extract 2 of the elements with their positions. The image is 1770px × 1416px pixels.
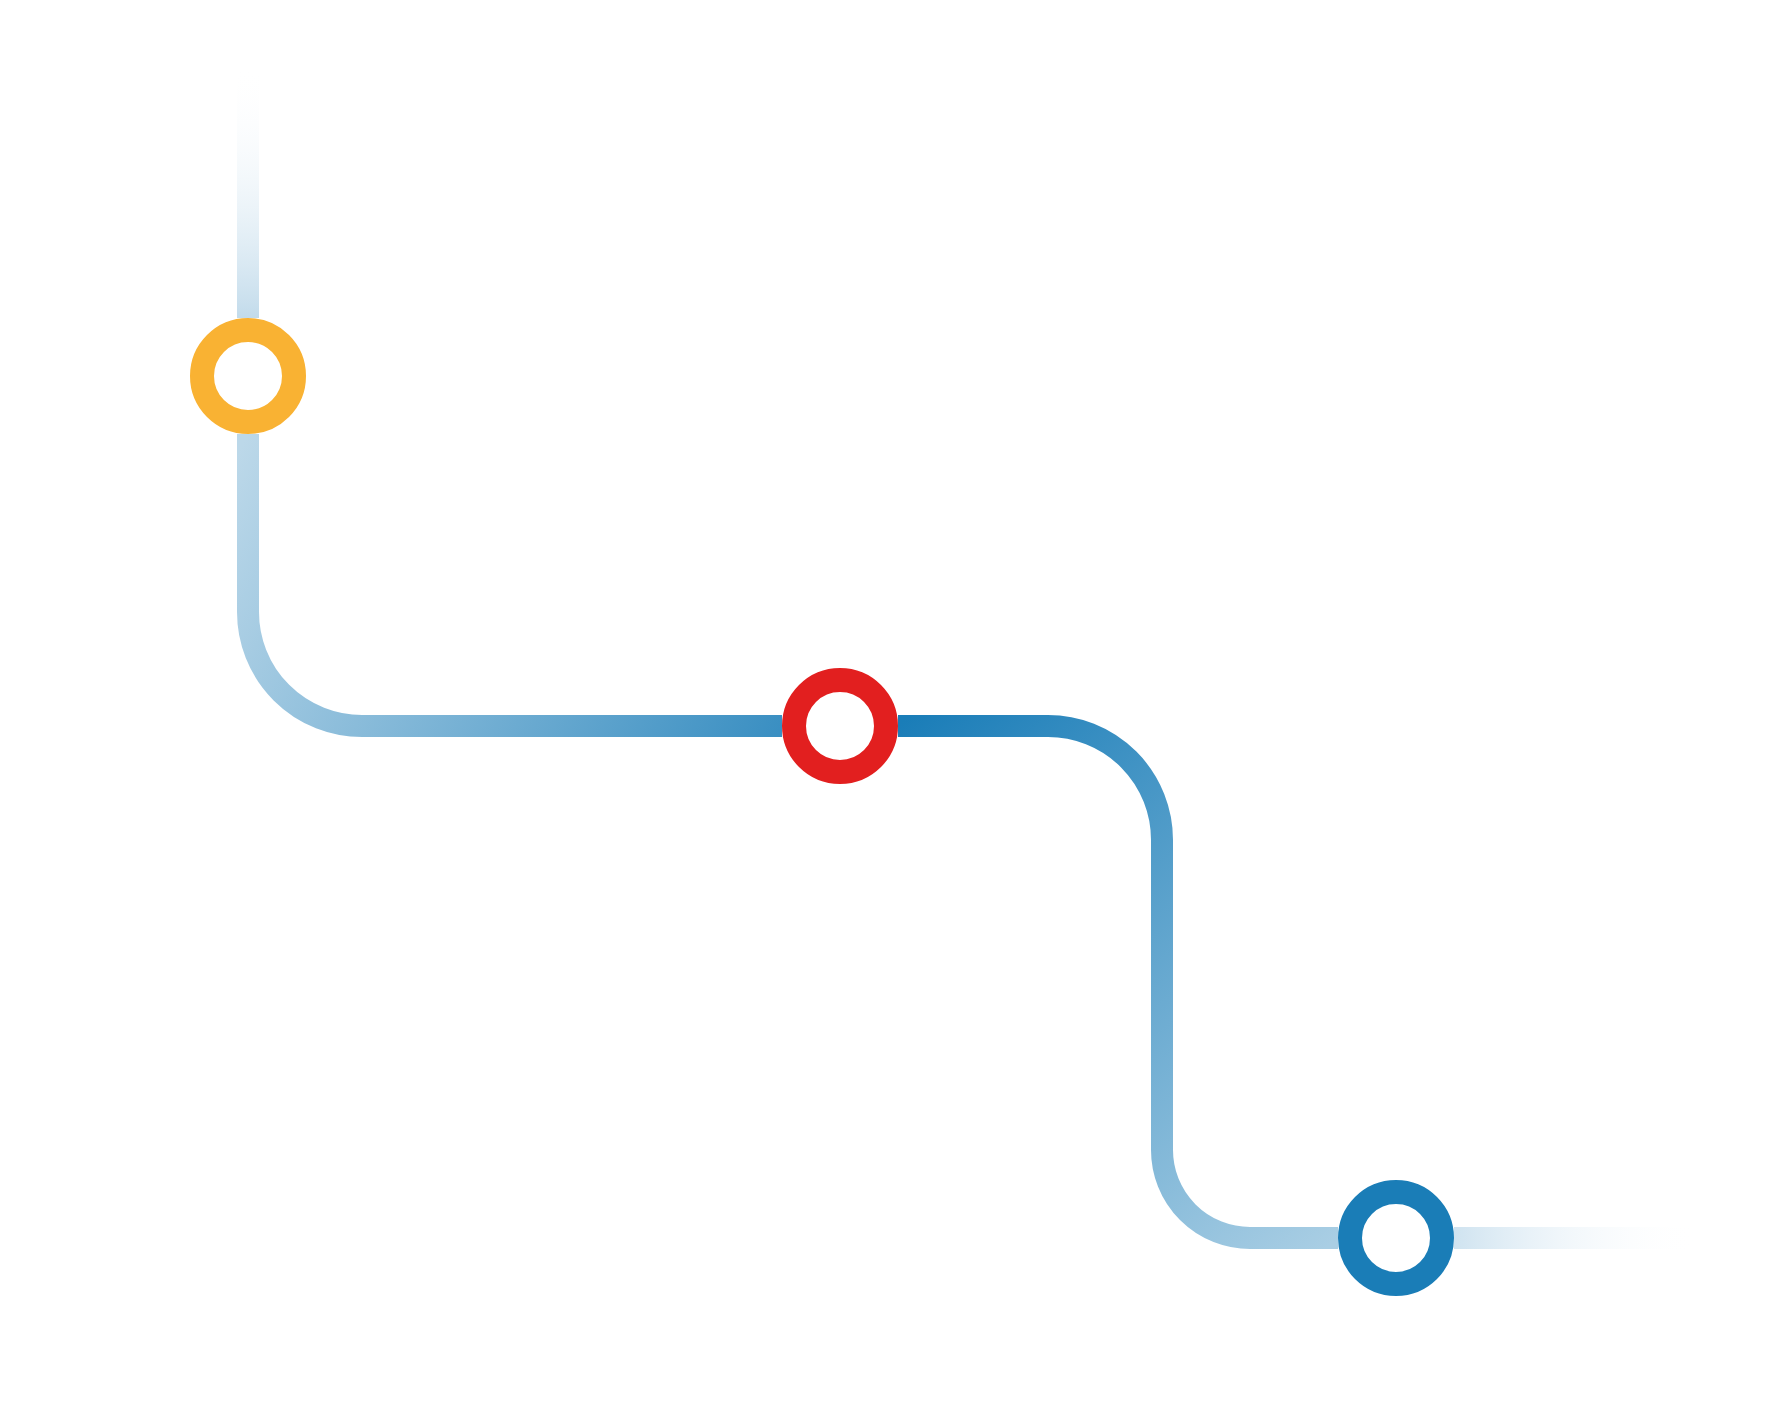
- route-line: [237, 434, 782, 737]
- route-line: [898, 715, 1338, 1249]
